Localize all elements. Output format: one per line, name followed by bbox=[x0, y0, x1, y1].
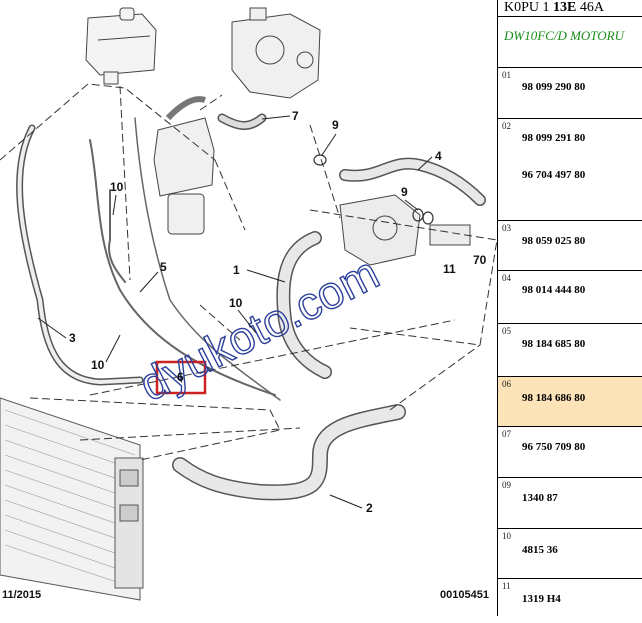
hoses bbox=[16, 113, 486, 501]
egr-unit bbox=[231, 7, 321, 99]
callouts: 1 2 3 4 5 6 7 9 9 10 10 10 11 70 bbox=[69, 109, 487, 515]
part-row-01[interactable]: 01 98 099 290 80 bbox=[498, 68, 642, 119]
part-6-highlight[interactable] bbox=[155, 360, 207, 395]
part-ref: 1319 H4 bbox=[522, 593, 561, 605]
callout-6: 6 bbox=[177, 370, 184, 384]
part-row-03[interactable]: 03 98 059 025 80 bbox=[498, 221, 642, 271]
oil-cooler bbox=[153, 96, 215, 235]
callout-11: 11 bbox=[443, 262, 456, 276]
part-ref: 98 184 686 80 bbox=[522, 392, 586, 404]
footer-ref-number: 00105451 bbox=[440, 589, 489, 601]
watermark-text: dyukoto.com bbox=[131, 246, 387, 411]
callout-leaders bbox=[37, 115, 433, 509]
part-index: 07 bbox=[502, 429, 511, 439]
part-index: 09 bbox=[502, 480, 511, 490]
engine-label: DW10FC/D MOTORU bbox=[504, 28, 625, 43]
thermostat-housing bbox=[339, 194, 471, 266]
part-ref: 96 750 709 80 bbox=[522, 441, 586, 453]
callout-10b: 10 bbox=[229, 296, 243, 310]
part-row-06[interactable]: 06 98 184 686 80 bbox=[498, 377, 642, 427]
part-index: 06 bbox=[502, 379, 511, 389]
engine-row: DW10FC/D MOTORU bbox=[498, 17, 642, 68]
footer-date: 11/2015 bbox=[2, 589, 41, 601]
part-row-11[interactable]: 11 1319 H4 bbox=[498, 579, 642, 623]
part-index: 04 bbox=[502, 273, 511, 283]
part-row-02[interactable]: 02 98 099 291 80 96 704 497 80 bbox=[498, 119, 642, 221]
callout-70: 70 bbox=[473, 253, 487, 267]
callout-10c: 10 bbox=[91, 358, 105, 372]
part-index: 02 bbox=[502, 121, 511, 131]
part-index: 05 bbox=[502, 326, 511, 336]
callout-7: 7 bbox=[292, 109, 299, 123]
part-row-05[interactable]: 05 98 184 685 80 bbox=[498, 324, 642, 377]
code-suffix: 46A bbox=[576, 0, 604, 15]
expansion-tank bbox=[85, 7, 157, 85]
part-row-07[interactable]: 07 96 750 709 80 bbox=[498, 427, 642, 478]
part-row-04[interactable]: 04 98 014 444 80 bbox=[498, 271, 642, 324]
part-ref: 98 099 290 80 bbox=[522, 81, 586, 93]
part-row-09[interactable]: 09 1340 87 bbox=[498, 478, 642, 529]
part-index: 03 bbox=[502, 223, 511, 233]
callout-9b: 9 bbox=[401, 185, 408, 199]
part-index: 11 bbox=[502, 581, 511, 591]
part-ref: 98 099 291 80 bbox=[522, 132, 586, 144]
callout-10a: 10 bbox=[110, 180, 124, 194]
part-ref: 1340 87 bbox=[522, 492, 558, 504]
callout-2: 2 bbox=[366, 501, 373, 515]
part-row-10[interactable]: 10 4815 36 bbox=[498, 529, 642, 579]
part-ref-alt: 96 704 497 80 bbox=[522, 169, 586, 181]
diagram-canvas: dyukoto.com 1 2 3 4 5 6 7 9 9 10 10 10 1… bbox=[0, 7, 497, 601]
part-ref: 98 014 444 80 bbox=[522, 284, 586, 296]
parts-diagram: dyukoto.com 1 2 3 4 5 6 7 9 9 10 10 10 1… bbox=[0, 7, 497, 601]
part-index: 10 bbox=[502, 531, 511, 541]
callout-5: 5 bbox=[160, 260, 167, 274]
part-ref: 98 184 685 80 bbox=[522, 338, 586, 350]
o-rings bbox=[313, 154, 434, 225]
callout-4: 4 bbox=[435, 149, 442, 163]
callout-1: 1 bbox=[233, 263, 240, 277]
radiator bbox=[0, 397, 144, 601]
panel-header: K0PU 1 13E 46A bbox=[498, 0, 642, 17]
callout-3: 3 bbox=[69, 331, 76, 345]
parts-panel: K0PU 1 13E 46A DW10FC/D MOTORU 01 98 099… bbox=[497, 0, 642, 616]
code-prefix: K0PU 1 bbox=[504, 0, 554, 15]
part-ref: 4815 36 bbox=[522, 544, 558, 556]
code-bold: 13E bbox=[553, 0, 577, 15]
part-ref: 98 059 025 80 bbox=[522, 235, 586, 247]
callout-9a: 9 bbox=[332, 118, 339, 132]
dashed-guides bbox=[0, 83, 497, 461]
part-index: 01 bbox=[502, 70, 511, 80]
